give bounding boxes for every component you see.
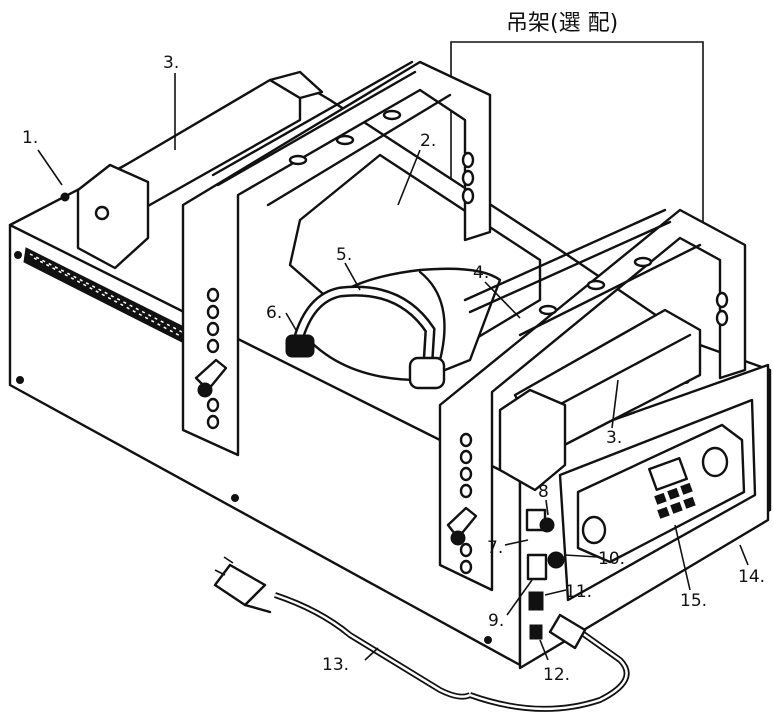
keypad (654, 482, 696, 519)
motor-ring (418, 270, 446, 362)
frame-hole (382, 109, 402, 121)
fuse-12 (529, 624, 543, 640)
screw (14, 251, 22, 259)
screw (60, 192, 70, 202)
frame-hole (206, 414, 220, 430)
left-handle (76, 70, 324, 270)
frame-rails (211, 60, 452, 207)
hanger-bracket-line (450, 41, 704, 238)
callout-6: 6. (266, 303, 282, 323)
hanger-frame-right (438, 208, 747, 592)
callout-5: 5. (336, 245, 352, 265)
screw (231, 494, 239, 502)
hose-fitting-right (408, 356, 446, 390)
key[interactable] (670, 501, 683, 514)
frame-hole (206, 321, 220, 337)
frame-hole (206, 338, 220, 354)
callout-4: 4. (473, 263, 489, 283)
callout-8: 8 (538, 482, 549, 502)
frame-hole (538, 304, 558, 316)
key[interactable] (680, 482, 693, 495)
connector-8[interactable] (539, 517, 555, 533)
connectors (525, 508, 565, 640)
plug-body (213, 563, 267, 607)
lock-knob-right (450, 530, 466, 546)
left-knob[interactable] (581, 515, 607, 545)
key[interactable] (667, 487, 680, 500)
connector-9 (526, 553, 548, 581)
frame-hole (459, 559, 473, 575)
callout-3-left: 3. (163, 53, 179, 73)
frame-hole (461, 151, 475, 169)
right-knob[interactable] (701, 446, 729, 478)
callout-9: 9. (488, 611, 504, 631)
frame-hole (461, 187, 475, 205)
hanger-title: 吊架(選 配) (506, 11, 618, 36)
screw (484, 636, 492, 644)
callout-7: 7. (487, 538, 503, 558)
control-panel-inset (558, 398, 757, 602)
handle-foot (76, 163, 150, 270)
right-handle-foot (498, 388, 567, 492)
frame-hole (459, 449, 473, 465)
plug-neck (243, 603, 272, 614)
frame-hole (459, 466, 473, 482)
connector-10[interactable] (547, 551, 565, 569)
control-panel (581, 446, 729, 545)
hose (285, 285, 446, 390)
frame-hole (206, 304, 220, 320)
frame-hole (206, 397, 220, 413)
callout-3-right: 3. (606, 428, 622, 448)
key[interactable] (654, 492, 667, 505)
cord-connector (548, 613, 587, 650)
frame-hole (459, 542, 473, 558)
power-cord (213, 556, 630, 712)
screw (16, 376, 24, 384)
frame-hole (288, 154, 308, 166)
right-handle-grip (538, 333, 692, 417)
frame-hole (586, 279, 606, 291)
leader-lines (37, 73, 749, 661)
callout-15: 15. (680, 591, 707, 611)
power-switch-11[interactable] (528, 591, 544, 611)
handle-hole (94, 205, 110, 221)
callout-labels: 1. 2. 3. 3. 4. 5. 6. 7. 8 9. 10. 11. 12.… (22, 53, 765, 685)
frame-hole (206, 287, 220, 303)
frame-hole (335, 134, 355, 146)
callout-11: 11. (565, 582, 592, 602)
frame-hole (715, 291, 729, 309)
key[interactable] (683, 496, 696, 509)
callout-1: 1. (22, 128, 38, 148)
frame-hole (633, 256, 653, 268)
right-handle (498, 308, 702, 492)
handle-end (268, 70, 324, 100)
frame-hole (459, 432, 473, 448)
callout-13: 13. (322, 655, 349, 675)
frame-hole (715, 309, 729, 327)
callout-12: 12. (543, 665, 570, 685)
callout-2: 2. (420, 131, 436, 151)
frame-hole (461, 169, 475, 187)
plug-prongs (214, 556, 234, 576)
lock-knob-left (197, 382, 213, 398)
callout-14: 14. (738, 567, 765, 587)
hose-fitting-left (285, 334, 315, 358)
callout-10: 10. (598, 549, 625, 569)
frame-hole (459, 483, 473, 499)
key[interactable] (657, 506, 670, 519)
hanger-frame-left (181, 60, 492, 457)
display-window (648, 456, 688, 492)
frame-right-rails (463, 208, 702, 337)
